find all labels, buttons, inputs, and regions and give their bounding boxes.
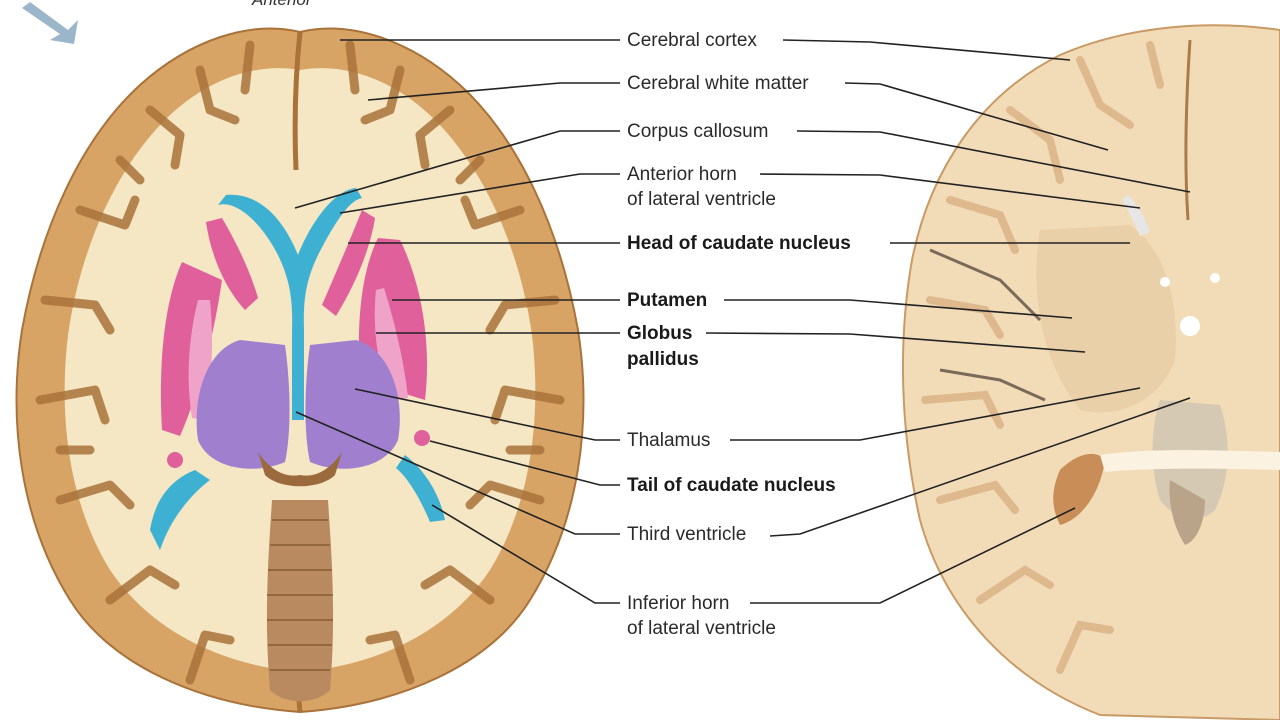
label-cerebral-white-matter: Cerebral white matter xyxy=(627,71,809,96)
label-cerebral-cortex: Cerebral cortex xyxy=(627,28,757,53)
label-head-caudate: Head of caudate nucleus xyxy=(627,231,851,256)
label-tail-caudate: Tail of caudate nucleus xyxy=(627,473,836,498)
brainstem-shape xyxy=(267,500,333,701)
label-inferior-horn-line2: of lateral ventricle xyxy=(627,616,776,641)
orientation-label: Anterior xyxy=(252,0,312,10)
label-anterior-horn-line2: of lateral ventricle xyxy=(627,187,776,212)
leader-cerebral-cortex-right xyxy=(783,40,1070,60)
orientation-arrow-icon xyxy=(22,2,78,44)
left-brain-illustration xyxy=(17,29,584,712)
label-inferior-horn-line1: Inferior horn xyxy=(627,591,729,616)
label-corpus-callosum: Corpus callosum xyxy=(627,119,769,144)
caudate-tail-right-shape xyxy=(414,430,430,446)
label-third-ventricle: Third ventricle xyxy=(627,522,746,547)
label-putamen: Putamen xyxy=(627,288,707,313)
right-brain-photo xyxy=(903,25,1280,720)
caudate-tail-left-shape xyxy=(167,452,183,468)
label-thalamus: Thalamus xyxy=(627,428,710,453)
label-anterior-horn-line1: Anterior horn xyxy=(627,162,737,187)
label-globus-line1: Globus xyxy=(627,321,692,346)
label-globus-line2: pallidus xyxy=(627,347,699,372)
